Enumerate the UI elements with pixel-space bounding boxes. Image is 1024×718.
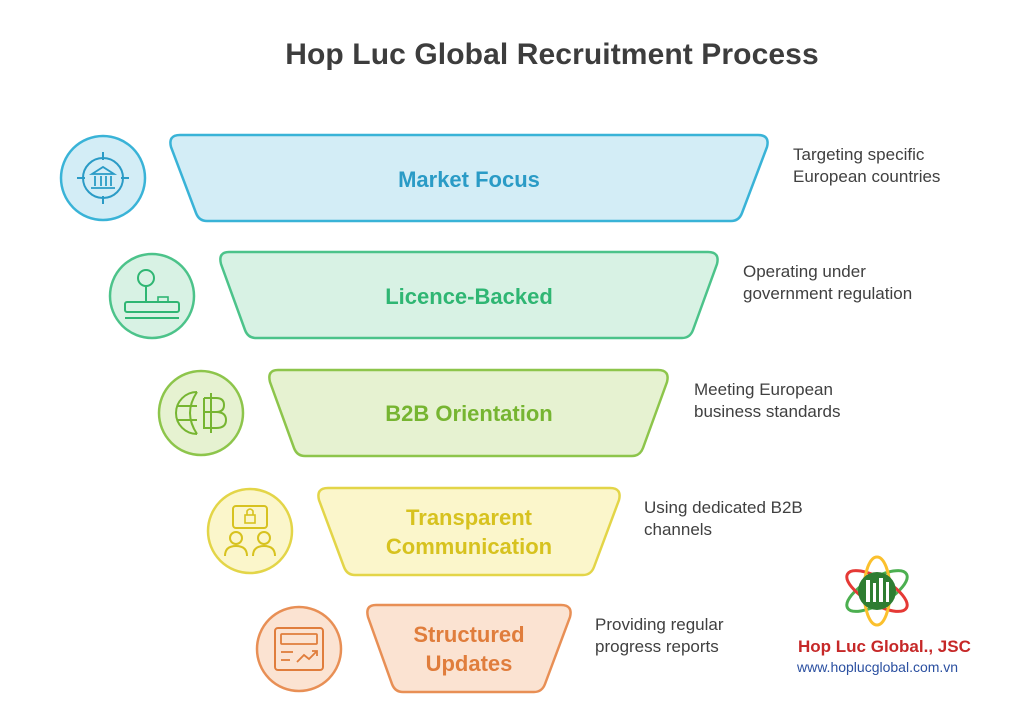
stage-description: Providing regular progress reports xyxy=(595,615,724,656)
page-title: Hop Luc Global Recruitment Process xyxy=(285,38,819,71)
stage-label: Market Focus xyxy=(398,167,540,192)
brand-name: Hop Luc Global., JSC xyxy=(798,637,971,656)
stage-band xyxy=(366,603,572,694)
brand-logo xyxy=(845,555,909,627)
stage-label: Transparent xyxy=(406,505,533,530)
stage-description: Operating under government regulation xyxy=(743,262,913,303)
stage-band xyxy=(169,133,769,223)
brand-url[interactable]: www.hoplucglobal.com.vn xyxy=(797,659,959,675)
globe-baht-icon xyxy=(157,369,245,457)
bank-target-icon xyxy=(59,134,147,222)
stage-label: Structured xyxy=(413,622,524,647)
stage-band xyxy=(268,368,669,458)
stage-structured-updates: Structured Updates xyxy=(255,603,572,694)
stage-description: Targeting specific European countries xyxy=(793,145,941,186)
stage-description: Meeting European business standards xyxy=(694,380,841,421)
stage-label: Licence-Backed xyxy=(385,284,553,309)
official-stamp-icon xyxy=(108,252,196,340)
stage-market-focus: Market Focus xyxy=(59,133,769,223)
stage-band xyxy=(317,486,621,577)
stage-licence-backed: Licence-Backed xyxy=(108,250,719,340)
stage-description: Using dedicated B2B channels xyxy=(644,498,803,539)
stage-label: Communication xyxy=(386,534,552,559)
stage-band xyxy=(219,250,719,340)
stage-b2b-orientation: B2B Orientation xyxy=(157,368,669,458)
stage-transparent-communication: Transparent Communication xyxy=(206,486,621,577)
report-chart-icon xyxy=(255,605,343,693)
stage-label: B2B Orientation xyxy=(385,401,552,426)
secure-users-icon xyxy=(206,487,294,575)
stage-label: Updates xyxy=(426,651,513,676)
